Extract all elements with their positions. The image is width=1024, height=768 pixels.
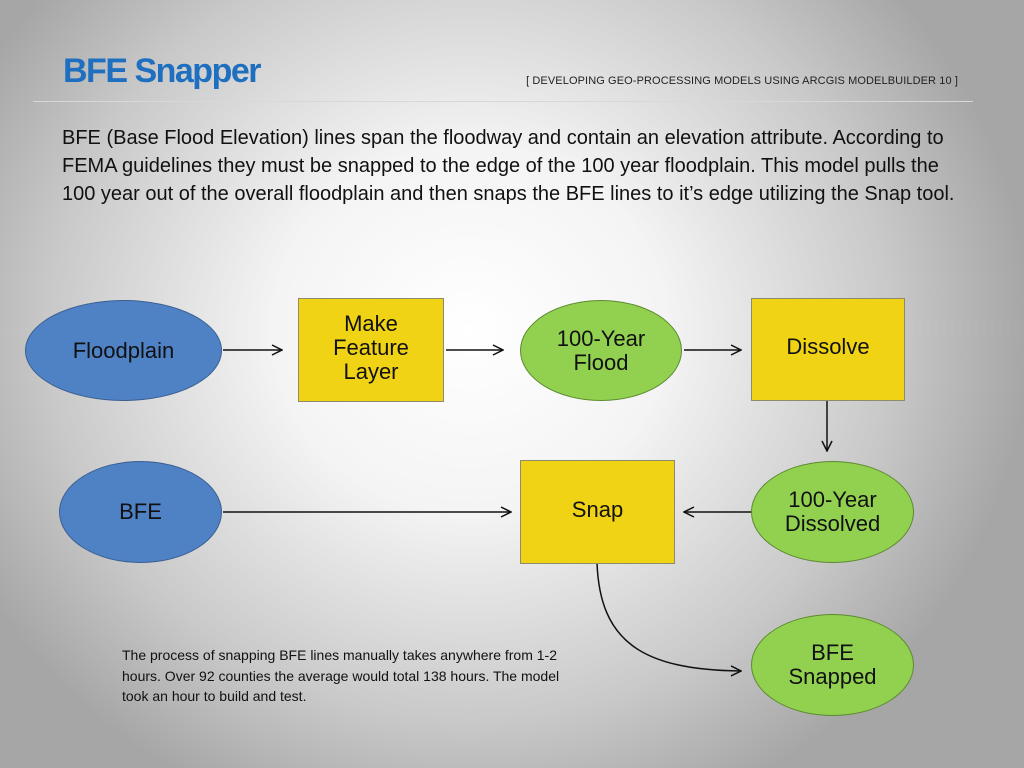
node-make-feature-layer: Make Feature Layer <box>298 298 444 402</box>
node-snap: Snap <box>520 460 675 564</box>
node-floodplain-label: Floodplain <box>72 337 175 363</box>
node-make-feature-layer-label: Make Feature Layer <box>333 311 409 384</box>
node-bfe-snapped: BFE Snapped <box>751 614 914 716</box>
node-bfe-label: BFE <box>119 499 162 524</box>
node-100-year-flood-label: 100-Year Flood <box>556 325 646 375</box>
header-divider <box>33 101 973 102</box>
node-100-year-dissolved-label: 100-Year Dissolved <box>784 487 881 536</box>
slide-subtitle: [ DEVELOPING GEO-PROCESSING MODELS USING… <box>526 75 958 87</box>
node-bfe: BFE <box>59 461 222 563</box>
node-snap-label: Snap <box>571 497 624 522</box>
time-savings-note: The process of snapping BFE lines manual… <box>122 647 560 704</box>
node-dissolve: Dissolve <box>751 298 905 401</box>
node-bfe-snapped-label: BFE Snapped <box>788 640 877 689</box>
slide-title: BFE Snapper <box>63 52 261 90</box>
arrow-snap-to-bfe-snapped <box>596 562 741 671</box>
node-floodplain: Floodplain <box>25 300 222 401</box>
node-dissolve-label: Dissolve <box>786 334 870 359</box>
description-text: BFE (Base Flood Elevation) lines span th… <box>62 127 955 205</box>
node-100-year-dissolved: 100-Year Dissolved <box>751 461 914 563</box>
node-100-year-flood: 100-Year Flood <box>520 300 682 401</box>
